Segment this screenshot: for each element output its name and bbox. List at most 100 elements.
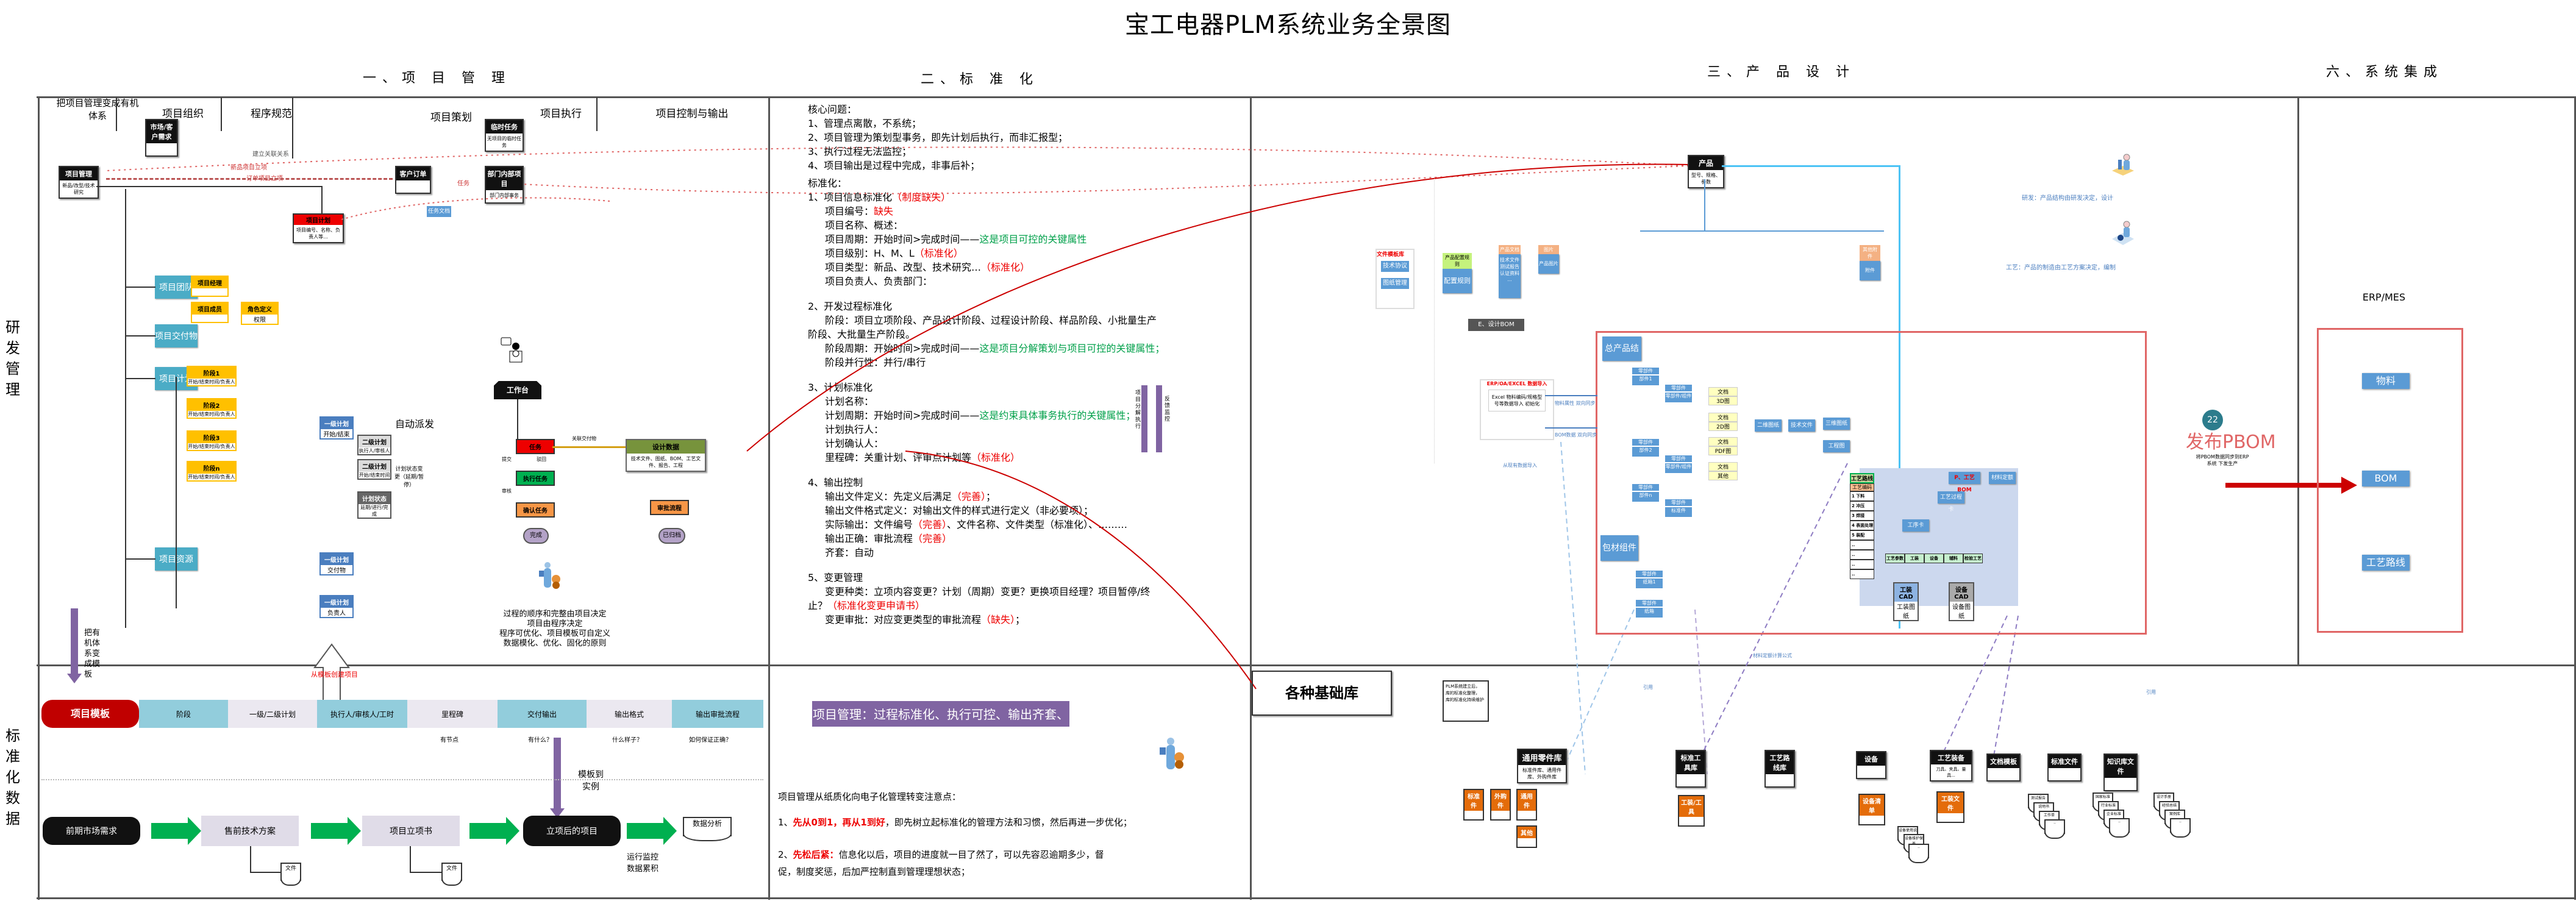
project-mgmt-box[interactable]: 项目管理 新品/改型/技术研究 [59,166,99,199]
doc-node-3d[interactable]: 三维图纸 [1823,418,1850,430]
product-doc-node[interactable]: 产品文档 技术文件 测试报告 认证资料 ... [1499,245,1521,298]
erp-bom[interactable]: BOM [2362,471,2410,486]
level1-plan-a[interactable]: 一级计划开始/结束 [319,416,354,440]
parts-child[interactable]: 标准件 [1463,789,1484,821]
bom-part[interactable]: 零部件标准件 [1664,499,1693,518]
doc-node-tech[interactable]: 技术文件 [1788,419,1815,432]
flow-market[interactable]: 前期市场需求 [43,817,140,845]
band-stage[interactable]: 阶段 [139,700,228,728]
yellow-members[interactable]: 项目成员 [191,302,229,323]
kb-files-library[interactable]: 知识库文件 [2103,753,2138,791]
band-milestone[interactable]: 里程碑 [407,700,498,728]
teal-deliverables[interactable]: 项目交付物 [155,324,198,347]
process-attribute[interactable]: 检验工艺 [1963,554,1983,563]
attachment-node[interactable]: 其他附件 附件 [1860,245,1880,280]
bom-doc[interactable]: 文档其他 [1708,462,1738,480]
bom-part[interactable]: 零部件部件2 [1632,438,1660,457]
doc-template-item[interactable]: 技术协议工具 [1380,260,1410,280]
process-step[interactable]: .. [1850,540,1874,550]
route-library[interactable]: 工艺路线库 [1764,750,1795,788]
bom-part[interactable]: 零部件纸箱1 [1635,570,1663,589]
process-card[interactable]: 工艺过程卡 [1938,491,1964,513]
flow-proposal[interactable]: 项目立项书 [362,816,460,846]
work-instruction[interactable]: 工序卡 [1902,519,1929,532]
workbench[interactable]: 工作台 [494,381,541,399]
yellow-pm[interactable]: 项目经理 [191,276,229,297]
erp-routing[interactable]: 工艺路线 [2362,555,2410,571]
exec-task-status[interactable]: 执行任务 [516,471,555,486]
level2-plan-a[interactable]: 二级计划执行人/审核人 [357,435,391,455]
level1-plan-b[interactable]: 一级计划交付物 [319,552,354,575]
external-import-box[interactable]: ERP/OA/EXCEL 数据导入 Excel 物料编码/规格型号等数据导入 初… [1480,379,1554,440]
task-doc-box[interactable]: 任务文档 [427,206,451,217]
packaging-group[interactable]: 包材组件 [1600,535,1638,561]
product-structure[interactable]: 总产品结构 [1602,337,1641,378]
library-doc[interactable]: .. [2170,818,2191,838]
band-deliverable[interactable]: 交付输出 [498,700,587,728]
bom-part[interactable]: 零部件零部件/组件 [1664,455,1693,474]
plan-red-box[interactable]: 项目计划 项目编号、名称、负责人等... [293,213,344,243]
process-attribute[interactable]: 工装 [1905,554,1924,563]
doc-template-item[interactable]: 图纸管理工具 [1380,277,1410,297]
doc-node-2d[interactable]: 二维图纸 [1755,419,1782,432]
product-box[interactable]: 产品 型号、规格、参数 [1688,155,1724,188]
image-node[interactable]: 图片 产品图片 [1538,245,1559,274]
yellow-roles[interactable]: 角色定义权限 [241,302,279,325]
process-attribute[interactable]: 设备 [1924,554,1944,563]
material-quota[interactable]: 材料定额 [1989,472,2016,484]
parts-child[interactable]: 其他 [1516,825,1537,848]
process-step[interactable]: 5 装配 [1850,530,1874,540]
process-attribute[interactable]: 工艺参数 [1885,554,1905,563]
bom-part[interactable]: 零部件部件n [1632,483,1660,502]
level1-plan-c[interactable]: 一级计划负责人 [319,595,354,618]
level2-plan-b[interactable]: 二级计划开始/结束时间 [357,459,391,480]
doc-file[interactable]: 文件 [441,863,462,886]
process-step[interactable]: .. [1850,550,1874,560]
plan-status[interactable]: 计划状态延期/进行/完成 [357,491,391,519]
tool-library-child[interactable]: 工装/工具 [1678,795,1705,827]
equipment-library[interactable]: 设备 [1856,751,1886,779]
parts-child[interactable]: 外购件 [1490,789,1511,821]
erp-material[interactable]: 物料 [2362,373,2410,389]
process-attribute[interactable]: 辅料 [1944,554,1963,563]
std-files-library[interactable]: 标准文件 [2047,753,2082,782]
band-plans[interactable]: 一级/二级计划 [228,700,317,728]
flow-project[interactable]: 立项后的项目 [523,816,621,846]
customer-order-box[interactable]: 客户订单 [395,166,431,194]
confirm-task-status[interactable]: 确认任务 [516,502,555,518]
process-step[interactable]: 4 表面处理 [1850,521,1874,530]
dept-project-box[interactable]: 部门内部项目 部门内部事务 [485,166,524,204]
band-format[interactable]: 输出格式 [587,700,672,728]
process-step[interactable]: 2 冲压 [1850,501,1874,511]
design-data-box[interactable]: 设计数据 技术文件、图纸、BOM、工艺文件、报告、工程 [626,439,706,472]
doc-node-drawing[interactable]: 工程图 [1823,440,1850,452]
temp-task-box[interactable]: 临时任务 无项目的临时任务 [485,119,524,152]
task-status[interactable]: 任务 [516,439,555,454]
doc-file[interactable]: 文件 [280,863,301,886]
band-approval[interactable]: 输出审批流程 [672,700,763,728]
doc-template-library[interactable]: 文档模板 [1986,753,2021,782]
process-step[interactable]: .. [1850,560,1874,569]
process-step[interactable]: .. [1850,569,1874,579]
bom-part[interactable]: 零部件纸箱 [1635,599,1663,618]
parts-child[interactable]: 通用件 [1516,789,1537,821]
library-doc[interactable]: .. [2109,818,2130,838]
bom-part[interactable]: 零部件零部件/组件 [1664,384,1693,403]
teal-team[interactable]: 项目团队 [155,276,198,299]
process-equip-child[interactable]: 工装文件 [1936,791,1964,823]
process-step[interactable]: 3 焊接 [1850,511,1874,521]
equipment-doc[interactable]: .. [1908,844,1929,863]
approval-status[interactable]: 审批流程 [650,500,689,515]
doc-template-lib[interactable]: 文件模板库 技术协议工具 图纸管理工具 [1375,249,1415,309]
release-pbom-label[interactable]: 发布PBOM [2186,432,2276,453]
